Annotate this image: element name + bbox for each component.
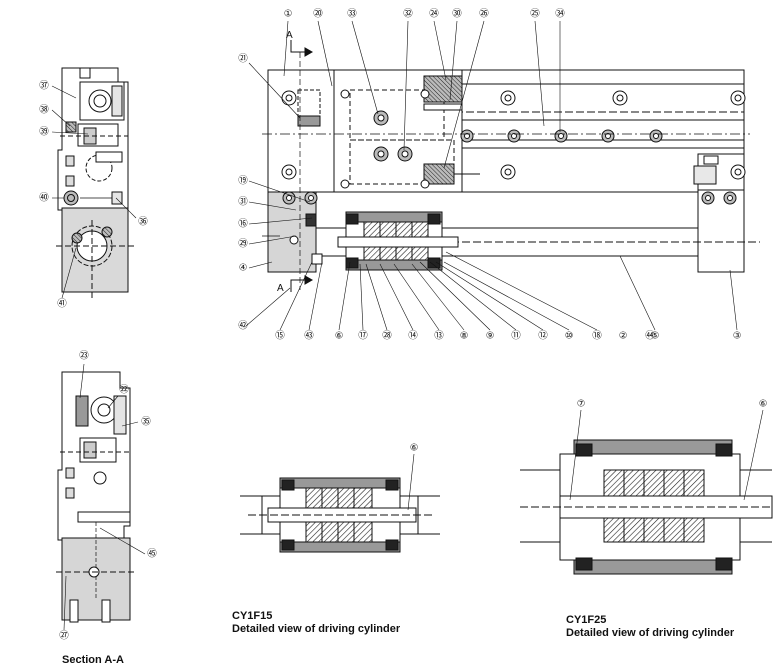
part-label-16: ⑯ [238, 219, 248, 230]
part-label-10: ⑩ [565, 331, 574, 342]
part-label-14: ⑭ [408, 331, 418, 342]
part-label-44: ㊹ [645, 331, 655, 342]
cy1f15-detail-view [240, 477, 440, 553]
detail15-label-6: ⑥ [410, 443, 419, 454]
detail25-label-7: ⑦ [577, 399, 586, 410]
section-mark-top: A [286, 30, 293, 41]
section-a-a-caption: Section A-A [62, 654, 124, 666]
part-label-41: ㊶ [57, 299, 67, 310]
part-label-37: ㊲ [39, 81, 49, 92]
part-label-2: ② [619, 331, 628, 342]
part-label-13: ⑬ [434, 331, 444, 342]
cy1f15-description: Detailed view of driving cylinder [232, 623, 401, 635]
part-label-39: ㊴ [39, 127, 49, 138]
cy1f25-description: Detailed view of driving cylinder [566, 627, 735, 639]
part-label-4: ④ [239, 263, 248, 274]
part-label-26: ㉖ [479, 9, 489, 20]
part-label-34: ㉞ [555, 9, 565, 20]
part-label-1: ① [284, 9, 293, 20]
part-label-28: ㉘ [382, 331, 392, 342]
part-label-6: ⑥ [335, 331, 344, 342]
part-label-33: ㉝ [347, 9, 357, 20]
part-label-38: ㊳ [39, 105, 49, 116]
part-label-36: ㊱ [138, 217, 148, 228]
part-label-32: ㉜ [403, 9, 413, 20]
part-label-15: ⑮ [275, 331, 285, 342]
part-label-23: ㉓ [79, 351, 89, 362]
part-label-31: ㉛ [238, 197, 248, 208]
part-label-11: ⑪ [511, 331, 521, 342]
part-label-5: ⑤ [651, 331, 660, 342]
cy1f25-model-label: CY1F25 [566, 614, 607, 626]
part-label-18: ⑱ [592, 331, 602, 342]
part-label-25: ㉕ [530, 9, 540, 20]
part-label-9: ⑨ [486, 331, 495, 342]
part-label-27: ㉗ [59, 631, 69, 642]
part-label-30: ㉚ [452, 9, 462, 20]
section-mark-bottom: A [277, 283, 284, 294]
part-label-21: ㉑ [238, 54, 248, 65]
section-a-a-view [56, 371, 136, 623]
part-label-3: ③ [733, 331, 742, 342]
cy1f25-detail-view [520, 439, 773, 575]
part-label-45: ㊺ [147, 549, 157, 560]
leader-lines [51, 20, 764, 631]
part-label-42: ㊷ [238, 321, 248, 332]
part-label-43: ㊸ [304, 331, 314, 342]
cy1f15-model-label: CY1F15 [232, 610, 273, 622]
part-label-20: ⑳ [313, 9, 323, 20]
part-label-35: ㉟ [141, 417, 151, 428]
part-label-22: ㉒ [119, 385, 129, 396]
part-label-24: ㉔ [429, 9, 439, 20]
left-side-view [56, 67, 134, 300]
part-label-40: ㊵ [39, 193, 49, 204]
part-number-labels: ① ⑳ ㉝ ㉜ ㉔ ㉚ ㉖ ㉕ ㉞ ㉑ ⑲ ㉛ ⑯ ㉙ ④ ㊷ ⑮ ㊸ ⑥ ⑰ … [39, 9, 767, 642]
part-label-29: ㉙ [238, 239, 248, 250]
part-label-8: ⑧ [460, 331, 469, 342]
part-label-12: ⑫ [538, 331, 548, 342]
main-top-view [262, 40, 760, 292]
part-label-19: ⑲ [238, 176, 248, 187]
part-label-17: ⑰ [358, 331, 368, 342]
detail25-label-6: ⑥ [759, 399, 768, 410]
